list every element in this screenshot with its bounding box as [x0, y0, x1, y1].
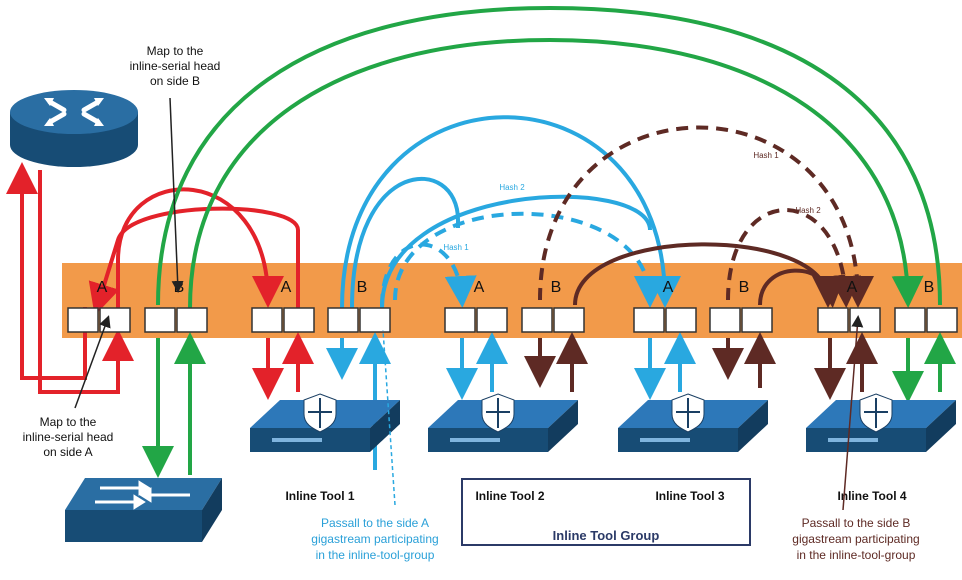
port-group: B [521, 279, 585, 333]
port [709, 307, 741, 333]
port-side-label: A [847, 279, 858, 296]
port [251, 307, 283, 333]
inline-tool-label: Inline Tool 4 [837, 489, 906, 503]
port-side-label: A [474, 279, 485, 296]
svg-text:Passall to the side B: Passall to the side B [802, 516, 911, 530]
hash-label: Hash 1 [443, 243, 469, 252]
port [665, 307, 697, 333]
tool-group-box [461, 478, 751, 546]
port [444, 307, 476, 333]
inline-tool: Inline Tool 1 [250, 393, 400, 503]
shield-icon [481, 393, 515, 433]
port [894, 307, 926, 333]
tool-group-label: Inline Tool Group [553, 528, 660, 543]
port [176, 307, 208, 333]
hash-label: Hash 2 [795, 206, 821, 215]
port-group: A [817, 279, 881, 333]
port-side-label: B [924, 279, 935, 296]
port-side-label: B [174, 279, 185, 296]
port-group: B [144, 279, 208, 333]
inline-tool-label: Inline Tool 3 [655, 489, 724, 503]
svg-text:inline-serial head: inline-serial head [23, 430, 114, 444]
annotation-map-side-a: Map to the inline-serial head on side A [23, 415, 114, 459]
port [849, 307, 881, 333]
annotation-map-side-b: Map to the inline-serial head on side B [130, 44, 221, 88]
port [553, 307, 585, 333]
inline-tool: Inline Tool 3 [618, 393, 768, 503]
port [741, 307, 773, 333]
port [633, 307, 665, 333]
svg-text:inline-serial head: inline-serial head [130, 59, 221, 73]
svg-text:Map to the: Map to the [147, 44, 204, 58]
port [283, 307, 315, 333]
inline-tool-label: Inline Tool 2 [475, 489, 544, 503]
svg-text:Map to the: Map to the [40, 415, 97, 429]
port-side-label: B [357, 279, 368, 296]
annotation-passall-side-a: Passall to the side A gigastream partici… [311, 516, 438, 562]
svg-text:gigastream participating: gigastream participating [792, 532, 919, 546]
inline-tools: Inline Tool 1 Inline Tool 2 Inline Tool 3 I… [250, 393, 956, 503]
port-side-label: A [663, 279, 674, 296]
port [521, 307, 553, 333]
port [476, 307, 508, 333]
inline-tool-label: Inline Tool 1 [285, 489, 354, 503]
port [327, 307, 359, 333]
svg-text:on side B: on side B [150, 74, 200, 88]
port [67, 307, 99, 333]
port-group: A [633, 279, 697, 333]
annotation-passall-side-b: Passall to the side B gigastream partici… [792, 516, 919, 562]
shield-icon [859, 393, 893, 433]
shield-icon [303, 393, 337, 433]
svg-text:Passall to the side A: Passall to the side A [321, 516, 429, 530]
inline-tool: Inline Tool 2 [428, 393, 578, 503]
port-side-label: B [551, 279, 562, 296]
shield-icon [671, 393, 705, 433]
port-side-label: A [281, 279, 292, 296]
port [926, 307, 958, 333]
port-group: A [444, 279, 508, 333]
port-side-label: A [97, 279, 108, 296]
port-side-label: B [739, 279, 750, 296]
svg-text:in the inline-tool-group: in the inline-tool-group [316, 548, 435, 562]
switch-icon [65, 478, 222, 542]
inline-tool: Inline Tool 4 [806, 393, 956, 503]
hash-label: Hash 2 [499, 183, 525, 192]
svg-text:gigastream participating: gigastream participating [311, 532, 438, 546]
port-group: B [894, 279, 958, 333]
port [144, 307, 176, 333]
port-group: B [709, 279, 773, 333]
svg-text:on side A: on side A [43, 445, 92, 459]
hash-label: Hash 1 [753, 151, 779, 160]
svg-text:in the inline-tool-group: in the inline-tool-group [797, 548, 916, 562]
port [817, 307, 849, 333]
port-group: B [327, 279, 391, 333]
port [359, 307, 391, 333]
port-group: A [251, 279, 315, 333]
router-icon [10, 90, 138, 167]
